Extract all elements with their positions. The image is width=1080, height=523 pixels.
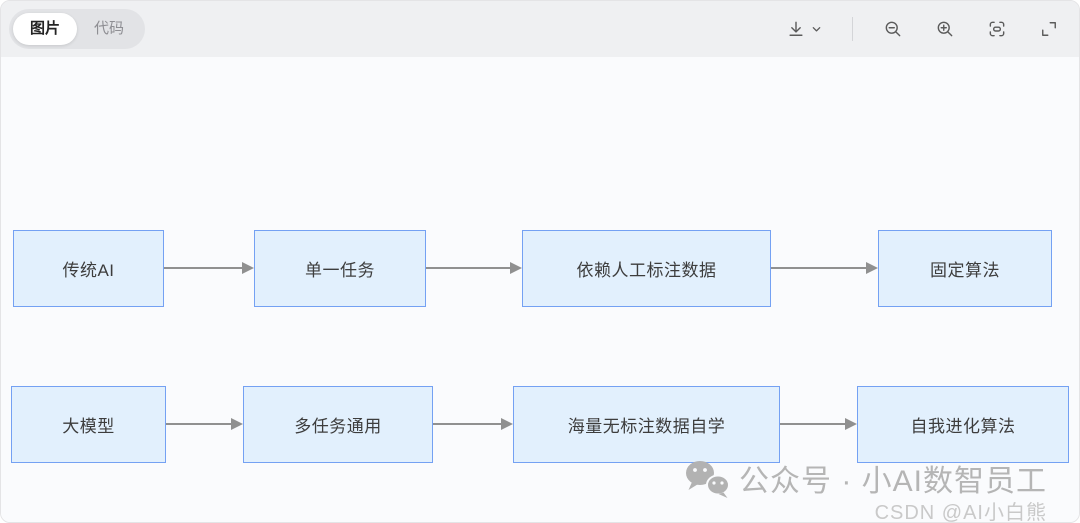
arrow-connector [164, 262, 254, 274]
zoom-out-icon [883, 19, 903, 39]
zoom-out-button[interactable] [881, 17, 905, 41]
fullscreen-button[interactable] [1037, 17, 1061, 41]
toolbar-divider [852, 17, 853, 41]
flow-node-multi-task: 多任务通用 [243, 386, 433, 463]
arrow-connector [771, 262, 878, 274]
flow-node-traditional-ai: 传统AI [13, 230, 164, 307]
tab-code[interactable]: 代码 [77, 13, 141, 45]
flow-node-unlabeled-self-learning: 海量无标注数据自学 [513, 386, 780, 463]
toolbar-actions [784, 17, 1061, 41]
fullscreen-icon [1039, 19, 1059, 39]
flow-node-manual-labeled-data: 依赖人工标注数据 [522, 230, 771, 307]
view-mode-switch: 图片 代码 [9, 9, 146, 49]
tab-image[interactable]: 图片 [13, 13, 78, 45]
flow-node-self-evolving-algorithm: 自我进化算法 [857, 386, 1069, 463]
watermark-brand-text: 公众号 · 小AI数智员工 [738, 464, 1047, 498]
chevron-down-icon [811, 24, 822, 35]
arrow-connector [166, 418, 243, 430]
watermark-credit-text: CSDN @AI小白熊 [874, 502, 1047, 523]
zoom-in-icon [935, 19, 955, 39]
download-button[interactable] [784, 17, 824, 41]
arrow-connector [426, 262, 522, 274]
arrow-connector [433, 418, 513, 430]
fit-screen-button[interactable] [985, 17, 1009, 41]
flow-node-single-task: 单一任务 [254, 230, 426, 307]
diagram-canvas: 传统AI 单一任务 依赖人工标注数据 固定算法 大模型 多任务通用 海量无标注数… [1, 57, 1079, 523]
arrow-connector [780, 418, 857, 430]
wechat-icon [685, 459, 731, 504]
download-icon [786, 19, 806, 39]
flow-node-fixed-algorithm: 固定算法 [878, 230, 1052, 307]
zoom-in-button[interactable] [933, 17, 957, 41]
watermark: 公众号 · 小AI数智员工 CSDN @AI小白熊 [685, 459, 1047, 523]
toolbar: 图片 代码 [1, 1, 1079, 57]
flow-node-large-model: 大模型 [11, 386, 166, 463]
fit-screen-icon [987, 19, 1007, 39]
